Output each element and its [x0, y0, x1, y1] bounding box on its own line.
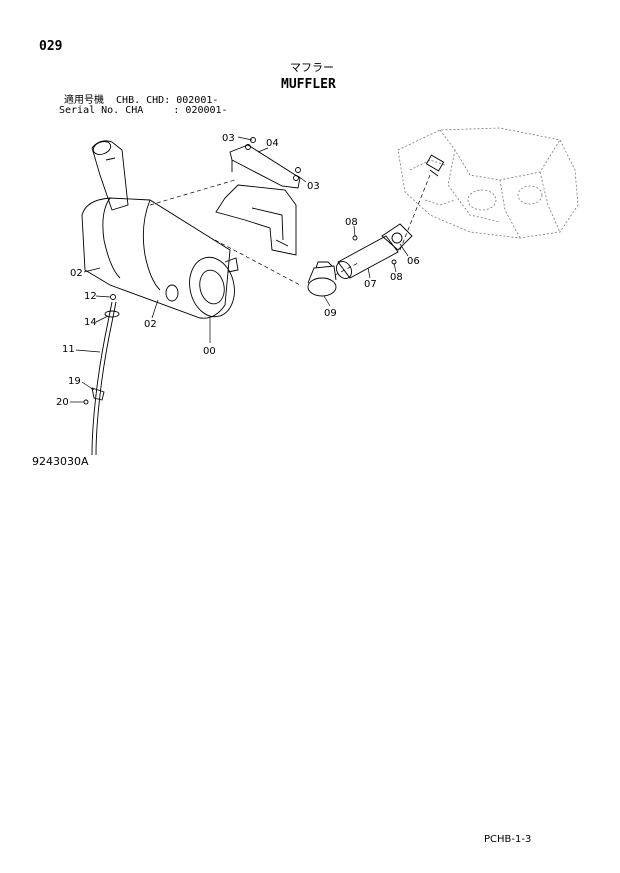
exhaust-pipe [336, 235, 399, 279]
serial-applicability-jp: 適用号機 CHB. CHD: 002001- [64, 95, 219, 106]
page-number: 029 [39, 39, 63, 54]
gasket [381, 223, 413, 251]
callout-labels: 03 04 03 08 06 07 08 09 02 02 00 12 14 1… [56, 133, 420, 408]
serial-applicability-en: Serial No. CHA : 020001- [59, 105, 228, 116]
callout-08-upper: 08 [345, 217, 358, 228]
callout-07: 07 [364, 279, 377, 290]
callout-03-upper: 03 [222, 133, 235, 144]
engine-exhaust-fitting [425, 154, 445, 177]
callout-12: 12 [84, 291, 97, 302]
callout-14: 14 [84, 317, 97, 328]
callout-02-bottom: 02 [144, 319, 157, 330]
hose-clamp-14 [104, 310, 120, 318]
page-code: PCHB-1-3 [484, 834, 532, 845]
callout-00: 00 [203, 346, 216, 357]
hose-fitting-12 [110, 294, 116, 300]
callout-08-lower: 08 [390, 272, 403, 283]
callout-04: 04 [266, 138, 279, 149]
drain-hose [91, 301, 117, 456]
bolt-20 [83, 399, 89, 405]
callout-leaders [70, 136, 409, 403]
callout-11: 11 [62, 344, 75, 355]
assembly-guide-lines [149, 174, 431, 286]
bolt-03-upper [245, 137, 256, 150]
muffler-body [81, 197, 239, 319]
hose-bracket-19 [91, 387, 105, 401]
mounting-bracket [215, 144, 301, 256]
drawing-code: 9243030A [32, 455, 89, 468]
callout-03-lower: 03 [307, 181, 320, 192]
title-japanese: マフラー [290, 61, 334, 74]
callout-09: 09 [324, 308, 337, 319]
engine-reference-outline [397, 127, 579, 239]
title-english: MUFFLER [281, 77, 336, 92]
callout-02-left: 02 [70, 268, 83, 279]
tailpipe [91, 140, 129, 211]
bolt-03-lower [293, 167, 301, 181]
callout-20: 20 [56, 397, 69, 408]
clamp [307, 261, 337, 297]
callout-06: 06 [407, 256, 420, 267]
callout-19: 19 [68, 376, 81, 387]
